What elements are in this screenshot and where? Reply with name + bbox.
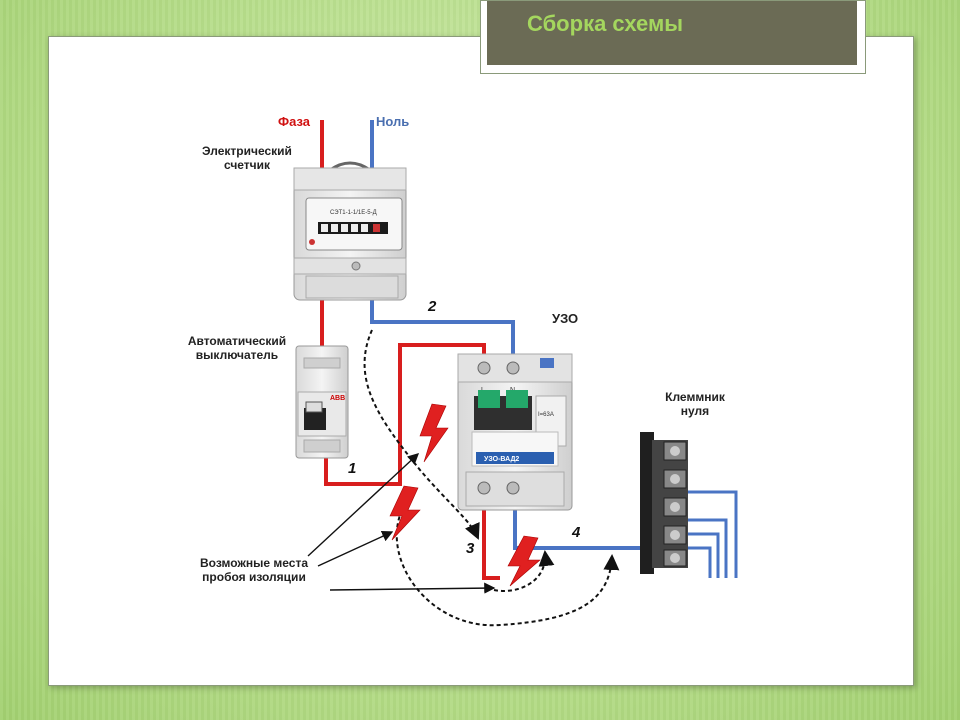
rcd-rating-text: I=63А — [538, 412, 554, 418]
terminal-label-line2: нуля — [680, 404, 710, 418]
wire-1 — [324, 343, 486, 486]
wire-2 — [370, 298, 515, 366]
spark-icon — [419, 403, 449, 463]
spark-icon — [507, 535, 541, 587]
phase-label: Фаза — [278, 114, 311, 129]
neutral-label: Ноль — [376, 114, 410, 129]
meter-model-text: СЭТ1-1-1/1Е-5-Д — [330, 210, 377, 216]
breakdown-label-line2: пробоя изоляции — [202, 570, 306, 584]
neutral-terminal-block — [640, 432, 688, 574]
wire-3 — [482, 506, 500, 580]
meter-label-line1: Электрический — [202, 144, 292, 158]
rcd-label: УЗО — [552, 311, 579, 326]
circuit-breaker: ABB — [295, 345, 349, 459]
breaker-label: Автоматический выключатель — [176, 334, 298, 362]
spark-icons — [389, 403, 541, 587]
breaker-label-line1: Автоматический — [187, 334, 287, 348]
terminal-label-line1: Клеммник — [665, 390, 725, 404]
title-box: Сборка схемы — [480, 0, 866, 74]
wire-4 — [513, 506, 655, 550]
terminal-output-wires — [688, 490, 738, 578]
terminal-label: Клеммник нуля — [650, 390, 740, 418]
breakdown-label: Возможные места пробоя изоляции — [180, 556, 328, 584]
breakdown-label-line1: Возможные места — [199, 556, 309, 570]
breaker-label-line2: выключатель — [195, 348, 279, 362]
slide-title: Сборка схемы — [527, 11, 684, 36]
meter-label: Электрический счетчик — [188, 144, 306, 172]
rcd-model-text: УЗО-ВАД2 — [484, 456, 519, 463]
phase-wires — [320, 120, 500, 580]
wire-number-4: 4 — [572, 524, 581, 541]
electric-meter: СЭТ1-1-1/1Е-5-Д — [293, 161, 407, 301]
spark-icon — [389, 485, 421, 541]
breaker-brand-text: ABB — [330, 395, 345, 402]
wire-number-2: 2 — [428, 298, 437, 315]
meter-label-line2: счетчик — [223, 158, 271, 172]
title-bar: Сборка схемы — [487, 1, 857, 65]
wire-number-1: 1 — [348, 460, 357, 477]
wire-number-3: 3 — [466, 540, 475, 557]
rcd-device: L N I=63А УЗО-ВАД2 — [457, 353, 573, 511]
breakdown-pointers — [307, 453, 496, 594]
